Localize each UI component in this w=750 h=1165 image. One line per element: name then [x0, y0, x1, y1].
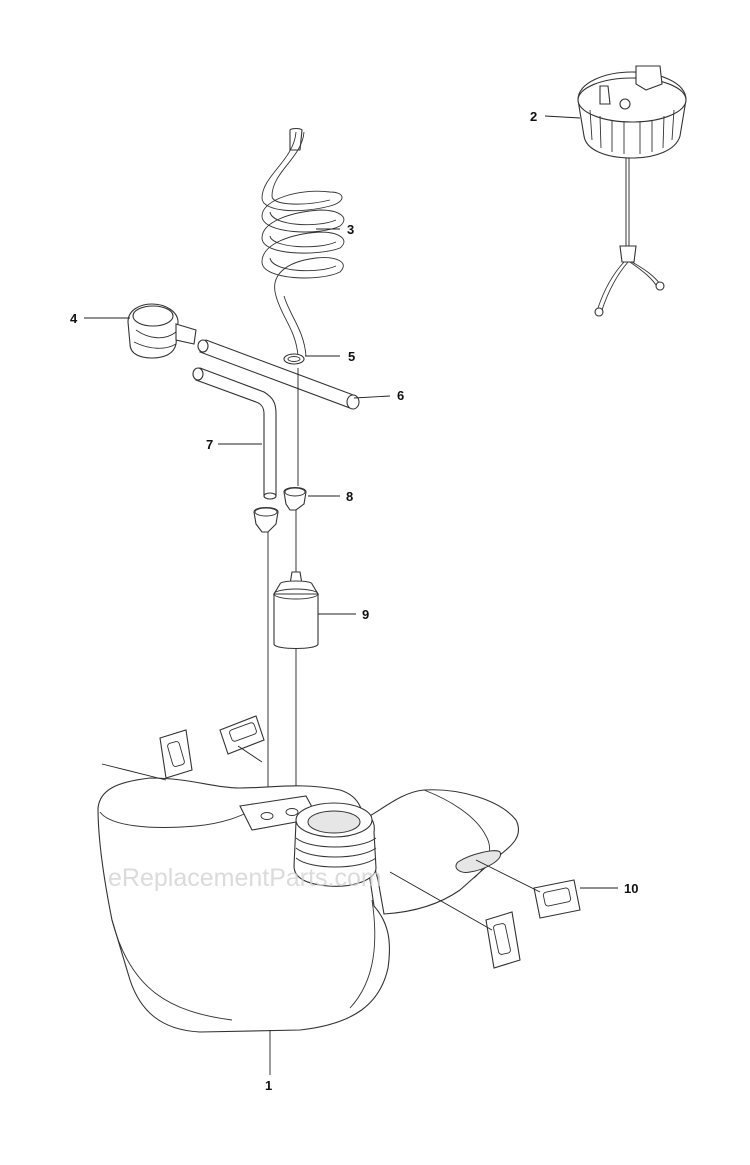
callout-7: 7	[206, 437, 213, 452]
callout-9: 9	[362, 607, 369, 622]
part-10-mount-right[interactable]	[533, 879, 581, 919]
part-10-mount-top-left[interactable]	[159, 729, 193, 779]
part-7-fuel-hose[interactable]	[192, 367, 277, 500]
callout-labels: 1 2 3 4 5 6 7 8 9 10	[70, 109, 638, 1093]
callout-3: 3	[347, 222, 354, 237]
assembly-guide-lines	[267, 368, 299, 808]
part-8-grommet-left[interactable]	[253, 506, 279, 533]
callout-2: 2	[530, 109, 537, 124]
part-10-mount-top-center[interactable]	[219, 715, 265, 755]
callout-5: 5	[348, 349, 355, 364]
part-8-grommet-right[interactable]	[283, 486, 307, 511]
callout-8: 8	[346, 489, 353, 504]
callout-4: 4	[70, 311, 78, 326]
leader-lines	[84, 115, 618, 1075]
callout-1: 1	[265, 1078, 272, 1093]
part-3-fuel-hose-coil[interactable]	[261, 127, 345, 357]
part-10-mount-bottom[interactable]	[485, 911, 521, 969]
watermark-text: eReplacementParts.com	[108, 864, 382, 892]
callout-10: 10	[624, 881, 638, 896]
part-6-vent-hose[interactable]	[197, 339, 360, 410]
part-5-o-ring[interactable]	[283, 353, 305, 365]
part-9-fuel-filter[interactable]	[273, 571, 319, 650]
callout-6: 6	[397, 388, 404, 403]
part-2-fuel-cap[interactable]	[577, 65, 687, 317]
part-1-fuel-tank[interactable]	[97, 777, 520, 1033]
part-4-tank-vent[interactable]	[127, 303, 197, 359]
